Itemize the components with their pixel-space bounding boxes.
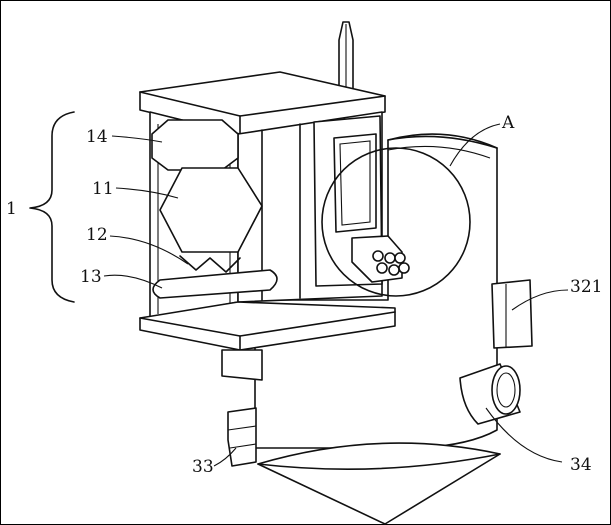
cone-bottom — [257, 442, 501, 525]
part-14-block — [151, 119, 239, 171]
label-33: 33 — [192, 457, 214, 477]
part-33-connector — [227, 407, 257, 467]
antenna-rod — [338, 21, 354, 101]
part-321-side-box — [491, 279, 533, 349]
top-plate — [139, 71, 386, 135]
leader-lines — [103, 123, 569, 467]
label-1: 1 — [6, 199, 17, 219]
part-13-rod — [152, 269, 278, 299]
connector-cluster — [351, 235, 410, 283]
label-A: A — [501, 113, 515, 133]
part-34-outlet-pipe — [459, 363, 521, 425]
label-11: 11 — [92, 179, 114, 199]
label-13: 13 — [80, 267, 102, 287]
part-12-linkage — [179, 255, 241, 273]
label-12: 12 — [86, 225, 108, 245]
part-11-hex-nut — [159, 167, 263, 253]
label-321: 321 — [570, 277, 602, 297]
group-1-brace — [29, 111, 75, 303]
bottom-plate — [139, 301, 396, 351]
housing-base-stub — [221, 349, 263, 381]
label-34: 34 — [570, 455, 592, 475]
label-14: 14 — [86, 127, 108, 147]
detail-circle-A — [321, 147, 471, 297]
